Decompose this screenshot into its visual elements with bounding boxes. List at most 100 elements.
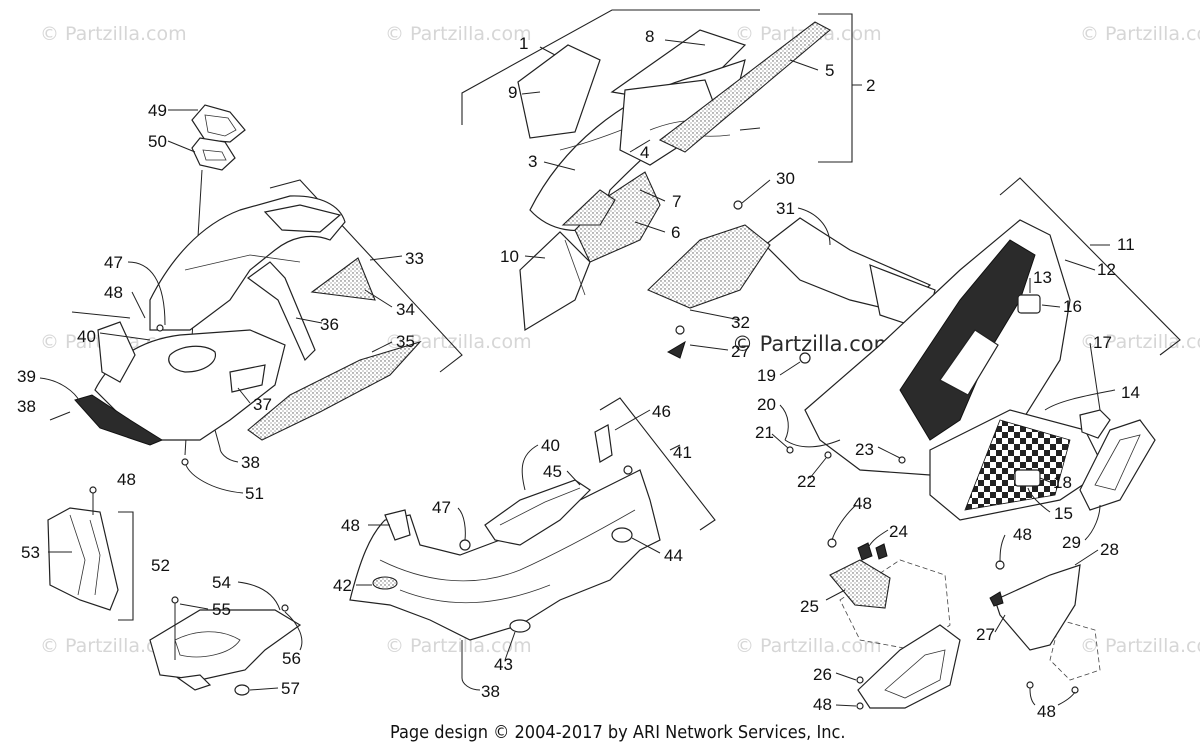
leader-56 — [284, 611, 303, 651]
callout-53: 53 — [21, 543, 40, 562]
lower-right-parts — [825, 504, 1101, 710]
leader-14 — [1044, 389, 1116, 411]
lower-cover-inner — [884, 649, 946, 699]
callout-55: 55 — [212, 600, 231, 619]
decal-edge — [564, 239, 586, 296]
callout-36: 36 — [320, 315, 339, 334]
leader-48 — [835, 704, 857, 707]
leader-33 — [369, 255, 403, 261]
gauge-bezel-49 — [191, 104, 246, 143]
callout-42: 42 — [333, 576, 352, 595]
leader-38 — [219, 447, 239, 463]
callout-47: 47 — [104, 253, 123, 272]
leader-40 — [99, 332, 151, 341]
screw-48 — [71, 311, 131, 319]
leader-12 — [1064, 259, 1096, 271]
callout-41: 41 — [673, 443, 692, 462]
callout-38: 38 — [481, 682, 500, 701]
gauge-bezel-inner — [204, 114, 237, 137]
screw-48 — [856, 702, 864, 710]
leader-41 — [669, 444, 681, 451]
callout-30: 30 — [776, 169, 795, 188]
leader-4 — [629, 139, 651, 153]
leader-54 — [237, 581, 281, 611]
callout-15: 15 — [1054, 504, 1073, 523]
callout-17: 17 — [1093, 333, 1112, 352]
leader-26 — [835, 672, 857, 681]
screw-48 — [1026, 681, 1034, 689]
callout-26: 26 — [813, 665, 832, 684]
callout-48: 48 — [117, 470, 136, 489]
callout-9: 9 — [508, 83, 517, 102]
bellypan-41 — [349, 469, 661, 641]
callout-40: 40 — [77, 327, 96, 346]
leader-9 — [521, 91, 541, 95]
callout-8: 8 — [645, 27, 654, 46]
nut-22 — [824, 451, 832, 459]
clip-23 — [898, 456, 906, 464]
leader-39 — [39, 377, 81, 403]
callout-19: 19 — [757, 366, 776, 385]
bellypan-contour — [379, 509, 636, 582]
decal-10 — [519, 231, 591, 332]
callout-44: 44 — [664, 546, 683, 565]
callout-56: 56 — [282, 649, 301, 668]
callout-13: 13 — [1033, 268, 1052, 287]
leader-10 — [524, 255, 546, 259]
callout-48: 48 — [813, 695, 832, 714]
frame-inner — [1094, 434, 1141, 491]
grille-17 — [1079, 409, 1111, 439]
callout-38: 38 — [241, 453, 260, 472]
callout-6: 6 — [671, 223, 680, 242]
leader-34 — [364, 289, 393, 308]
callout-16: 16 — [1063, 297, 1082, 316]
clip-24 — [875, 543, 888, 560]
watermark-text: © Partzilla.com — [1080, 23, 1200, 45]
callout-48: 48 — [1013, 525, 1032, 544]
leader-47 — [127, 261, 166, 326]
leader-36 — [295, 317, 323, 324]
callout-labels: 1 2 3 4 5 6 7 8 9 10 11 12 13 14 15 16 1… — [17, 27, 1140, 721]
leader-48 — [1029, 687, 1036, 706]
leader-46 — [614, 409, 651, 431]
callout-39: 39 — [17, 367, 36, 386]
grommet-57 — [234, 684, 250, 696]
panel-7 — [561, 189, 616, 226]
leader-35 — [371, 341, 393, 353]
leader-32 — [689, 309, 741, 321]
clip-21 — [786, 446, 794, 454]
console-assembly — [39, 104, 463, 494]
shroud-tab — [176, 674, 212, 691]
callout-2: 2 — [866, 76, 875, 95]
decal-9 — [517, 44, 601, 139]
callout-24: 24 — [889, 522, 908, 541]
leader-6 — [634, 221, 666, 233]
bracket-33 — [269, 179, 463, 373]
nut-19 — [799, 352, 811, 364]
watermark-text: © Partzilla.com — [1080, 635, 1200, 657]
callout-47: 47 — [432, 498, 451, 517]
callout-43: 43 — [494, 655, 513, 674]
bellypan-assembly — [349, 397, 716, 691]
lower-left-parts — [47, 486, 303, 696]
leader-24 — [867, 529, 889, 549]
lower-cover-26 — [857, 624, 961, 709]
badge-13 — [1017, 294, 1041, 314]
callout-3: 3 — [528, 152, 537, 171]
leader-25 — [825, 589, 846, 601]
callout-45: 45 — [543, 462, 562, 481]
screw-48 — [827, 538, 837, 548]
screw-48 — [995, 560, 1005, 570]
leader-57 — [249, 687, 279, 691]
nut-51 — [181, 458, 189, 466]
vent-line — [89, 519, 101, 596]
leader-30 — [741, 179, 771, 204]
callout-33: 33 — [405, 249, 424, 268]
clip-56 — [281, 604, 289, 612]
callout-52: 52 — [151, 556, 170, 575]
footer-credit: Page design © 2004-2017 by ARI Network S… — [390, 722, 846, 743]
screw-38 — [214, 429, 221, 449]
screw-38 — [49, 411, 71, 421]
watermark-text: © Partzilla.com — [40, 23, 187, 45]
